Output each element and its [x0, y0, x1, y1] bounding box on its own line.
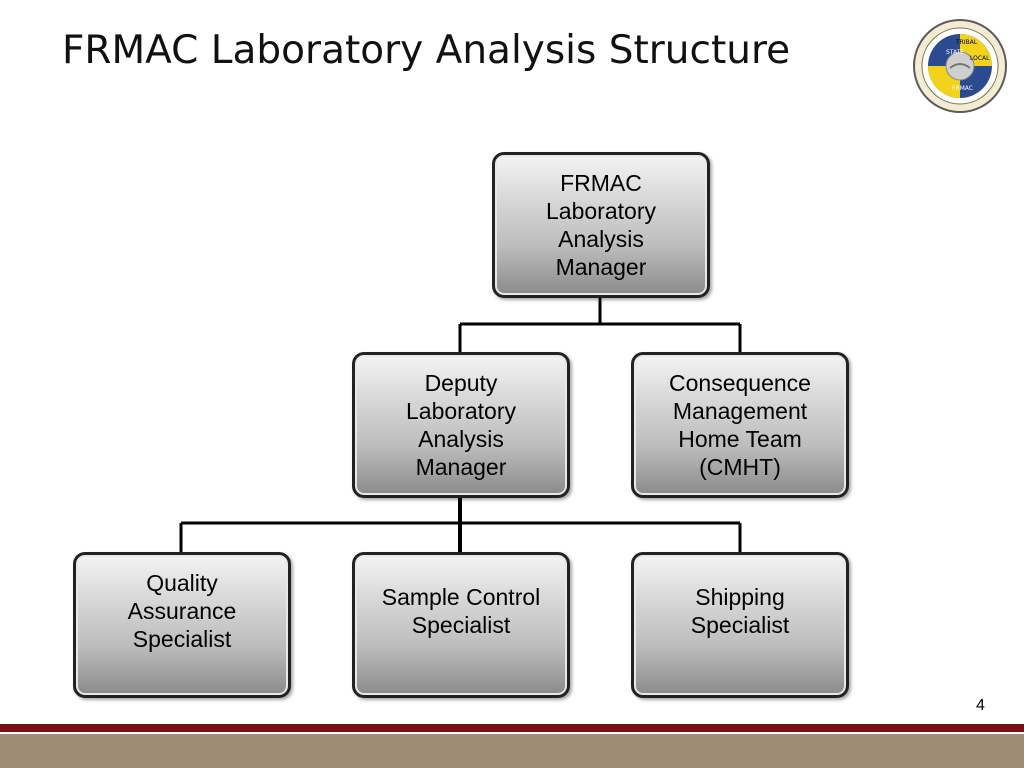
- org-box-quality-assurance: Quality Assurance Specialist: [73, 552, 291, 698]
- org-box-sample-control: Sample Control Specialist: [352, 552, 570, 698]
- org-box-label: Consequence Management Home Team (CMHT): [669, 370, 811, 480]
- org-box-shipping: Shipping Specialist: [631, 552, 849, 698]
- org-box-label: Quality Assurance Specialist: [127, 570, 237, 652]
- org-box-label: Deputy Laboratory Analysis Manager: [406, 370, 516, 480]
- org-box-label: FRMAC Laboratory Analysis Manager: [546, 170, 656, 280]
- org-box-cmht: Consequence Management Home Team (CMHT): [631, 352, 849, 498]
- svg-text:TRIBAL: TRIBAL: [955, 39, 978, 46]
- svg-text:STATE: STATE: [946, 49, 964, 56]
- org-box-label: Sample Control Specialist: [381, 584, 541, 638]
- org-box-label: Shipping Specialist: [690, 584, 790, 638]
- slide-title: FRMAC Laboratory Analysis Structure: [62, 28, 791, 73]
- frmac-seal-icon: STATE TRIBAL LOCAL FRMAC: [913, 19, 1007, 113]
- page-number: 4: [976, 697, 985, 714]
- org-box-deputy-manager: Deputy Laboratory Analysis Manager: [352, 352, 570, 498]
- org-box-lab-analysis-manager: FRMAC Laboratory Analysis Manager: [492, 152, 710, 298]
- footer-bar-red: [0, 724, 1024, 732]
- footer-bar-tan: [0, 734, 1024, 768]
- svg-text:LOCAL: LOCAL: [970, 55, 990, 62]
- svg-text:FRMAC: FRMAC: [952, 85, 973, 92]
